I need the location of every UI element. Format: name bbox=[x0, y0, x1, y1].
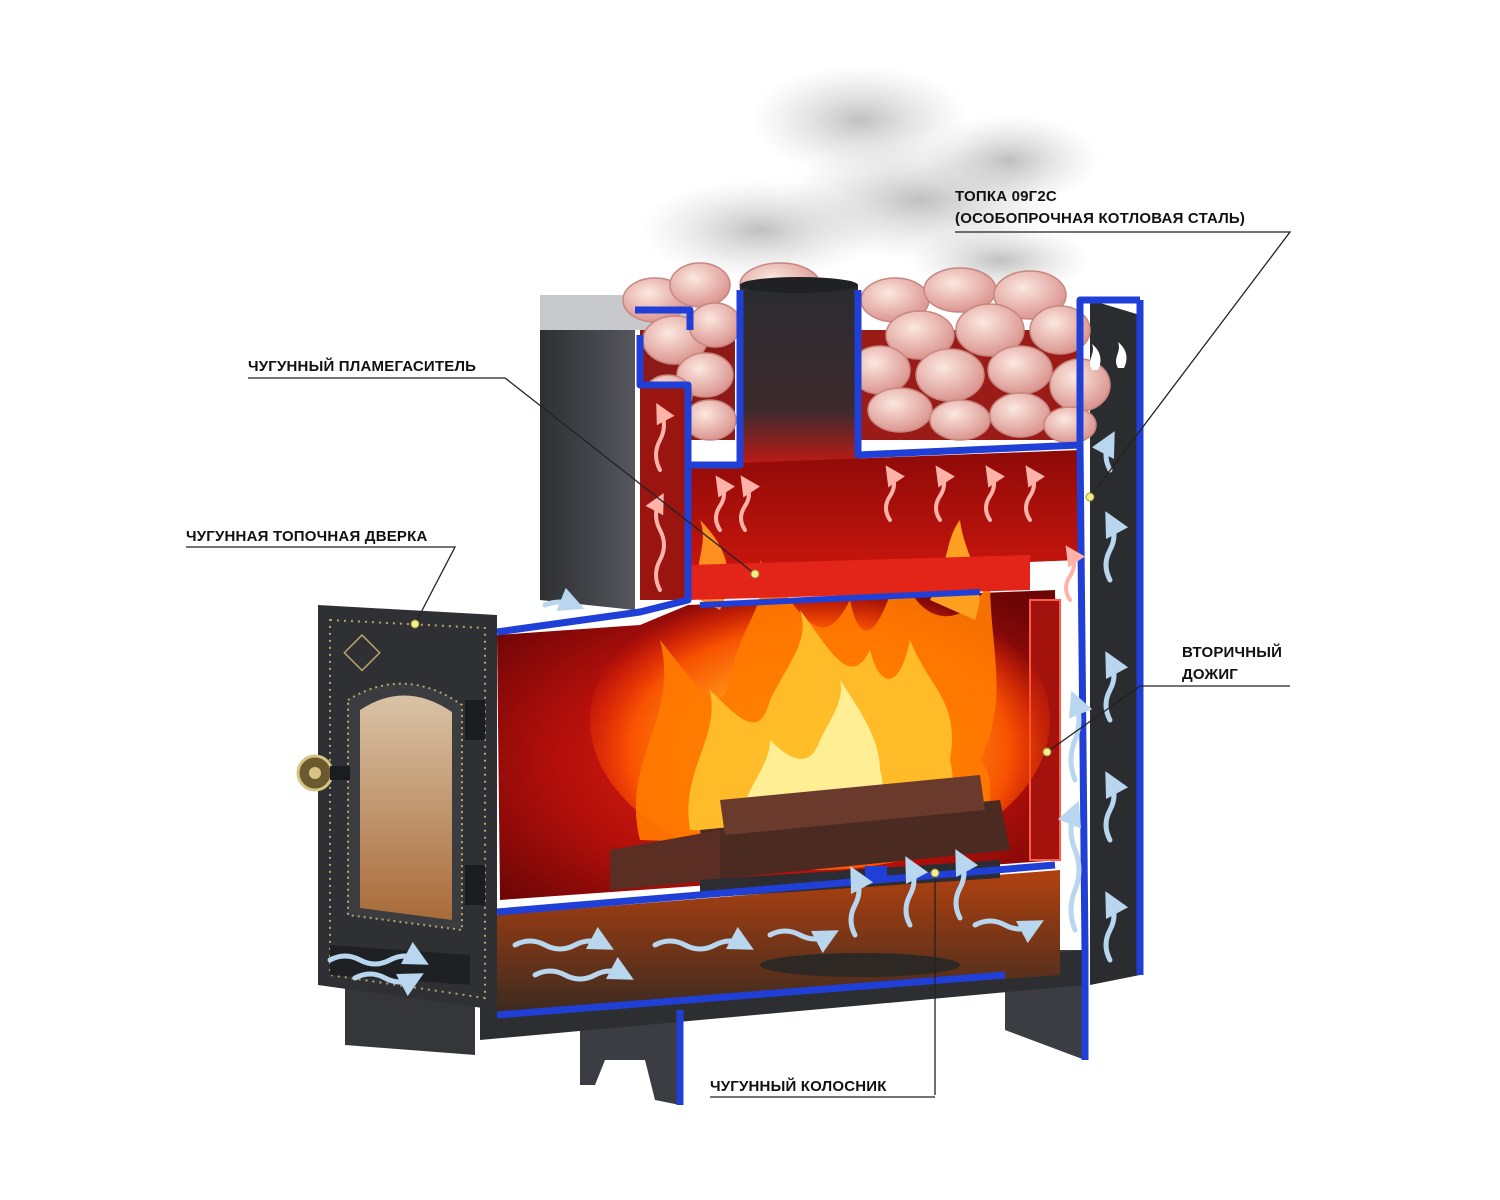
label-firebox-steel-line2: (ОСОБОПРОЧНАЯ КОТЛОВАЯ СТАЛЬ) bbox=[955, 208, 1245, 230]
label-grate-text: ЧУГУННЫЙ КОЛОСНИК bbox=[710, 1076, 887, 1098]
label-secondary-burn-line1: ВТОРИЧНЫЙ bbox=[1182, 642, 1282, 664]
label-firebox-door: ЧУГУННАЯ ТОПОЧНАЯ ДВЕРКА bbox=[186, 526, 428, 548]
chimney-pipe bbox=[740, 277, 858, 465]
label-firebox-door-text: ЧУГУННАЯ ТОПОЧНАЯ ДВЕРКА bbox=[186, 526, 428, 548]
sauna-stones bbox=[623, 263, 1110, 443]
label-secondary-burn-line2: ДОЖИГ bbox=[1182, 664, 1282, 686]
steam-cloud bbox=[640, 65, 1100, 295]
label-grate: ЧУГУННЫЙ КОЛОСНИК bbox=[710, 1076, 887, 1098]
label-firebox-steel: ТОПКА 09Г2С (ОСОБОПРОЧНАЯ КОТЛОВАЯ СТАЛЬ… bbox=[955, 186, 1245, 230]
label-flame-damper: ЧУГУННЫЙ ПЛАМЕГАСИТЕЛЬ bbox=[248, 356, 476, 378]
label-secondary-burn: ВТОРИЧНЫЙ ДОЖИГ bbox=[1182, 642, 1282, 686]
ash-pile bbox=[760, 953, 960, 977]
label-firebox-steel-line1: ТОПКА 09Г2С bbox=[955, 186, 1245, 208]
label-flame-damper-text: ЧУГУННЫЙ ПЛАМЕГАСИТЕЛЬ bbox=[248, 356, 476, 378]
